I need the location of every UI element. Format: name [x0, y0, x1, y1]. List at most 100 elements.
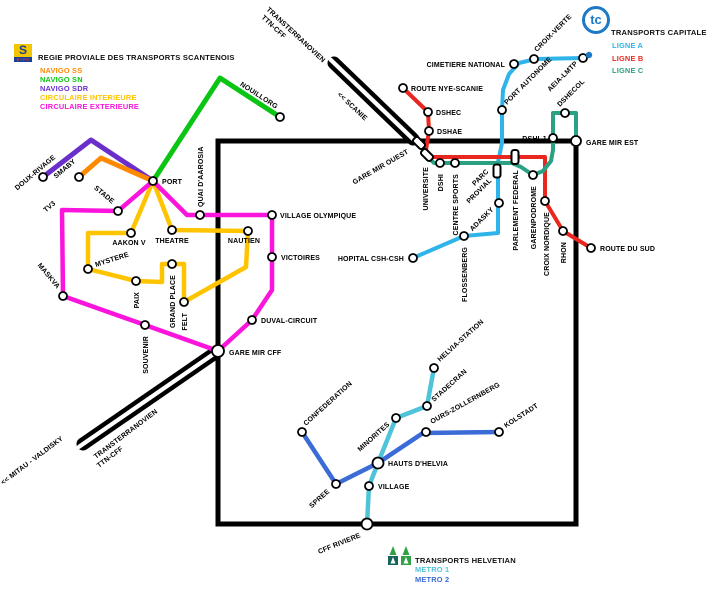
station-confederation [297, 427, 307, 437]
station-croix-verte [529, 54, 539, 64]
legend-helvetian-title: TRANSPORTS HELVETIAN [415, 556, 516, 565]
station-stadecran [422, 401, 432, 411]
station-dshec [423, 107, 433, 117]
city-border [215, 138, 579, 527]
station-port [148, 176, 158, 186]
legend-item-ligne-a: LIGNE A [612, 41, 644, 50]
station-stade [113, 206, 123, 216]
rail-ttn-scanie [327, 56, 420, 146]
station-adasky [494, 198, 504, 208]
station-cimetiere-national [509, 59, 519, 69]
legend-item-circ-ext: CIRCULAIRE EXTERIEURE [40, 102, 140, 111]
label-adasky: ADASKY [469, 206, 496, 233]
station-smaby [74, 172, 84, 182]
label-quai-d-aarosia: QUAI D'AAROSIA [198, 146, 205, 207]
station-spree [331, 479, 341, 489]
station-tc-terminus-dot [585, 51, 593, 59]
legend-item-ligne-c: LIGNE C [612, 66, 644, 75]
label-souvenir: SOUVENIR [143, 336, 150, 374]
label-cimetiere-national: CIMETIERE NATIONAL [427, 62, 506, 69]
station-maskva [58, 291, 68, 301]
station-victoires [267, 252, 277, 262]
label-croix-verte: CROIX-VERTE [533, 13, 573, 53]
station-dshlj [548, 133, 558, 143]
label-spree: SPREE [308, 488, 331, 510]
label-hauts-d-helvia: HAUTS D'HELVIA [388, 461, 448, 468]
label-tv3: TV3 [43, 200, 58, 214]
label-cff-riviere: CFF RIVIERE [317, 532, 362, 555]
station-paix [131, 276, 141, 286]
station-route-nye-scanie [398, 83, 408, 93]
label-gare-mir-est: GARE MIR EST [586, 140, 639, 147]
label-village: VILLAGE [378, 484, 410, 491]
legend-item-metro-1: METRO 1 [415, 565, 450, 574]
line-navigo-ss [76, 155, 156, 184]
station-rhon [558, 226, 568, 236]
station-universite [419, 147, 435, 163]
label-helvia-station: HELVIA-STATION [437, 319, 486, 364]
label-dshae: DSHAE [437, 129, 462, 136]
line-navigo-sn [150, 75, 283, 184]
label-kolstadt: KOLSTADT [503, 402, 540, 429]
rail-ttn-mitau-gap [76, 346, 225, 449]
station-cff-riviere [360, 517, 374, 531]
label-dshi: DSHI [438, 174, 445, 191]
station-dshi [435, 158, 445, 168]
station-port-autonome [497, 105, 507, 115]
label-gare-mir-ouest: GARE MIR OUEST [352, 148, 411, 186]
station-ours-zollernberg [421, 427, 431, 437]
rtps-logo-letter: S [14, 44, 32, 57]
label-croix-nordique: CROIX NORDIQUE [544, 212, 551, 276]
station-kolstadt [494, 427, 504, 437]
label-duval-circuit: DUVAL-CIRCUIT [261, 318, 318, 325]
label-dshec: DSHEC [436, 110, 461, 117]
station-parlement-federal [510, 149, 520, 165]
station-nouillorg [275, 112, 285, 122]
station-parc-provial [492, 163, 502, 179]
rail-ttn-scanie-gap [328, 57, 419, 145]
label-gare-mir-cff: GARE MIR CFF [229, 350, 282, 357]
station-felt [179, 297, 189, 307]
label-mitau-valdisky: << MITAU - VALDISKY [0, 435, 65, 486]
station-dshecol [560, 108, 570, 118]
rail-ttn-mitau [76, 344, 225, 451]
label-port: PORT [162, 179, 183, 186]
legend-tc-title: TRANSPORTS CAPITALE [611, 28, 707, 37]
legend-rtps: S RTPS REGIE PROVIALE DES TRANSPORTS SCA… [14, 44, 274, 111]
line-metro-1 [364, 365, 437, 527]
station-helvia-station [429, 363, 439, 373]
label-victoires: VICTOIRES [281, 255, 320, 262]
station-aakon-v [126, 228, 136, 238]
station-minorites [391, 413, 401, 423]
rtps-logo-icon: S RTPS [14, 44, 32, 62]
station-gare-mir-est [570, 135, 582, 147]
label-aakon-v: AAKON V [112, 240, 146, 247]
label-stadecran: STADECRAN [431, 368, 469, 403]
label-grand-place: GRAND PLACE [170, 275, 177, 328]
label-parlement-federal: PARLEMENT FEDERAL [513, 169, 520, 250]
label-maskva: MASKVA [36, 262, 61, 290]
legend-rtps-title: REGIE PROVIALE DES TRANSPORTS SCANTENOIS [38, 53, 235, 62]
station-centre-sports [450, 158, 460, 168]
station-hauts-d-helvia [371, 456, 385, 470]
station-nautien [243, 226, 253, 236]
line-navigo-sdr [40, 137, 156, 184]
legend-helvetian: TRANSPORTS HELVETIAN METRO 1 METRO 2 [388, 544, 608, 594]
station-route-du-sud [586, 243, 596, 253]
legend-item-metro-2: METRO 2 [415, 574, 450, 584]
label-paix: PAIX [134, 292, 141, 309]
helvetian-trees-icon [388, 546, 411, 565]
station-duval-circuit [247, 315, 257, 325]
legend-item-navigo-sn: NAVIGO SN [40, 75, 83, 84]
station-village-olympique [267, 210, 277, 220]
label-stade: STADE [92, 185, 115, 206]
label-rhon: RHON [561, 242, 568, 263]
rtps-logo-sub: RTPS [14, 57, 32, 62]
label-felt: FELT [182, 312, 189, 330]
label-garenpodrome: GARENPODROME [531, 186, 538, 249]
station-croix-nordique [540, 196, 550, 206]
label-ours-zollernberg: OURS-ZOLLERNBERG [430, 382, 502, 426]
station-hopital-csh-csh [408, 253, 418, 263]
